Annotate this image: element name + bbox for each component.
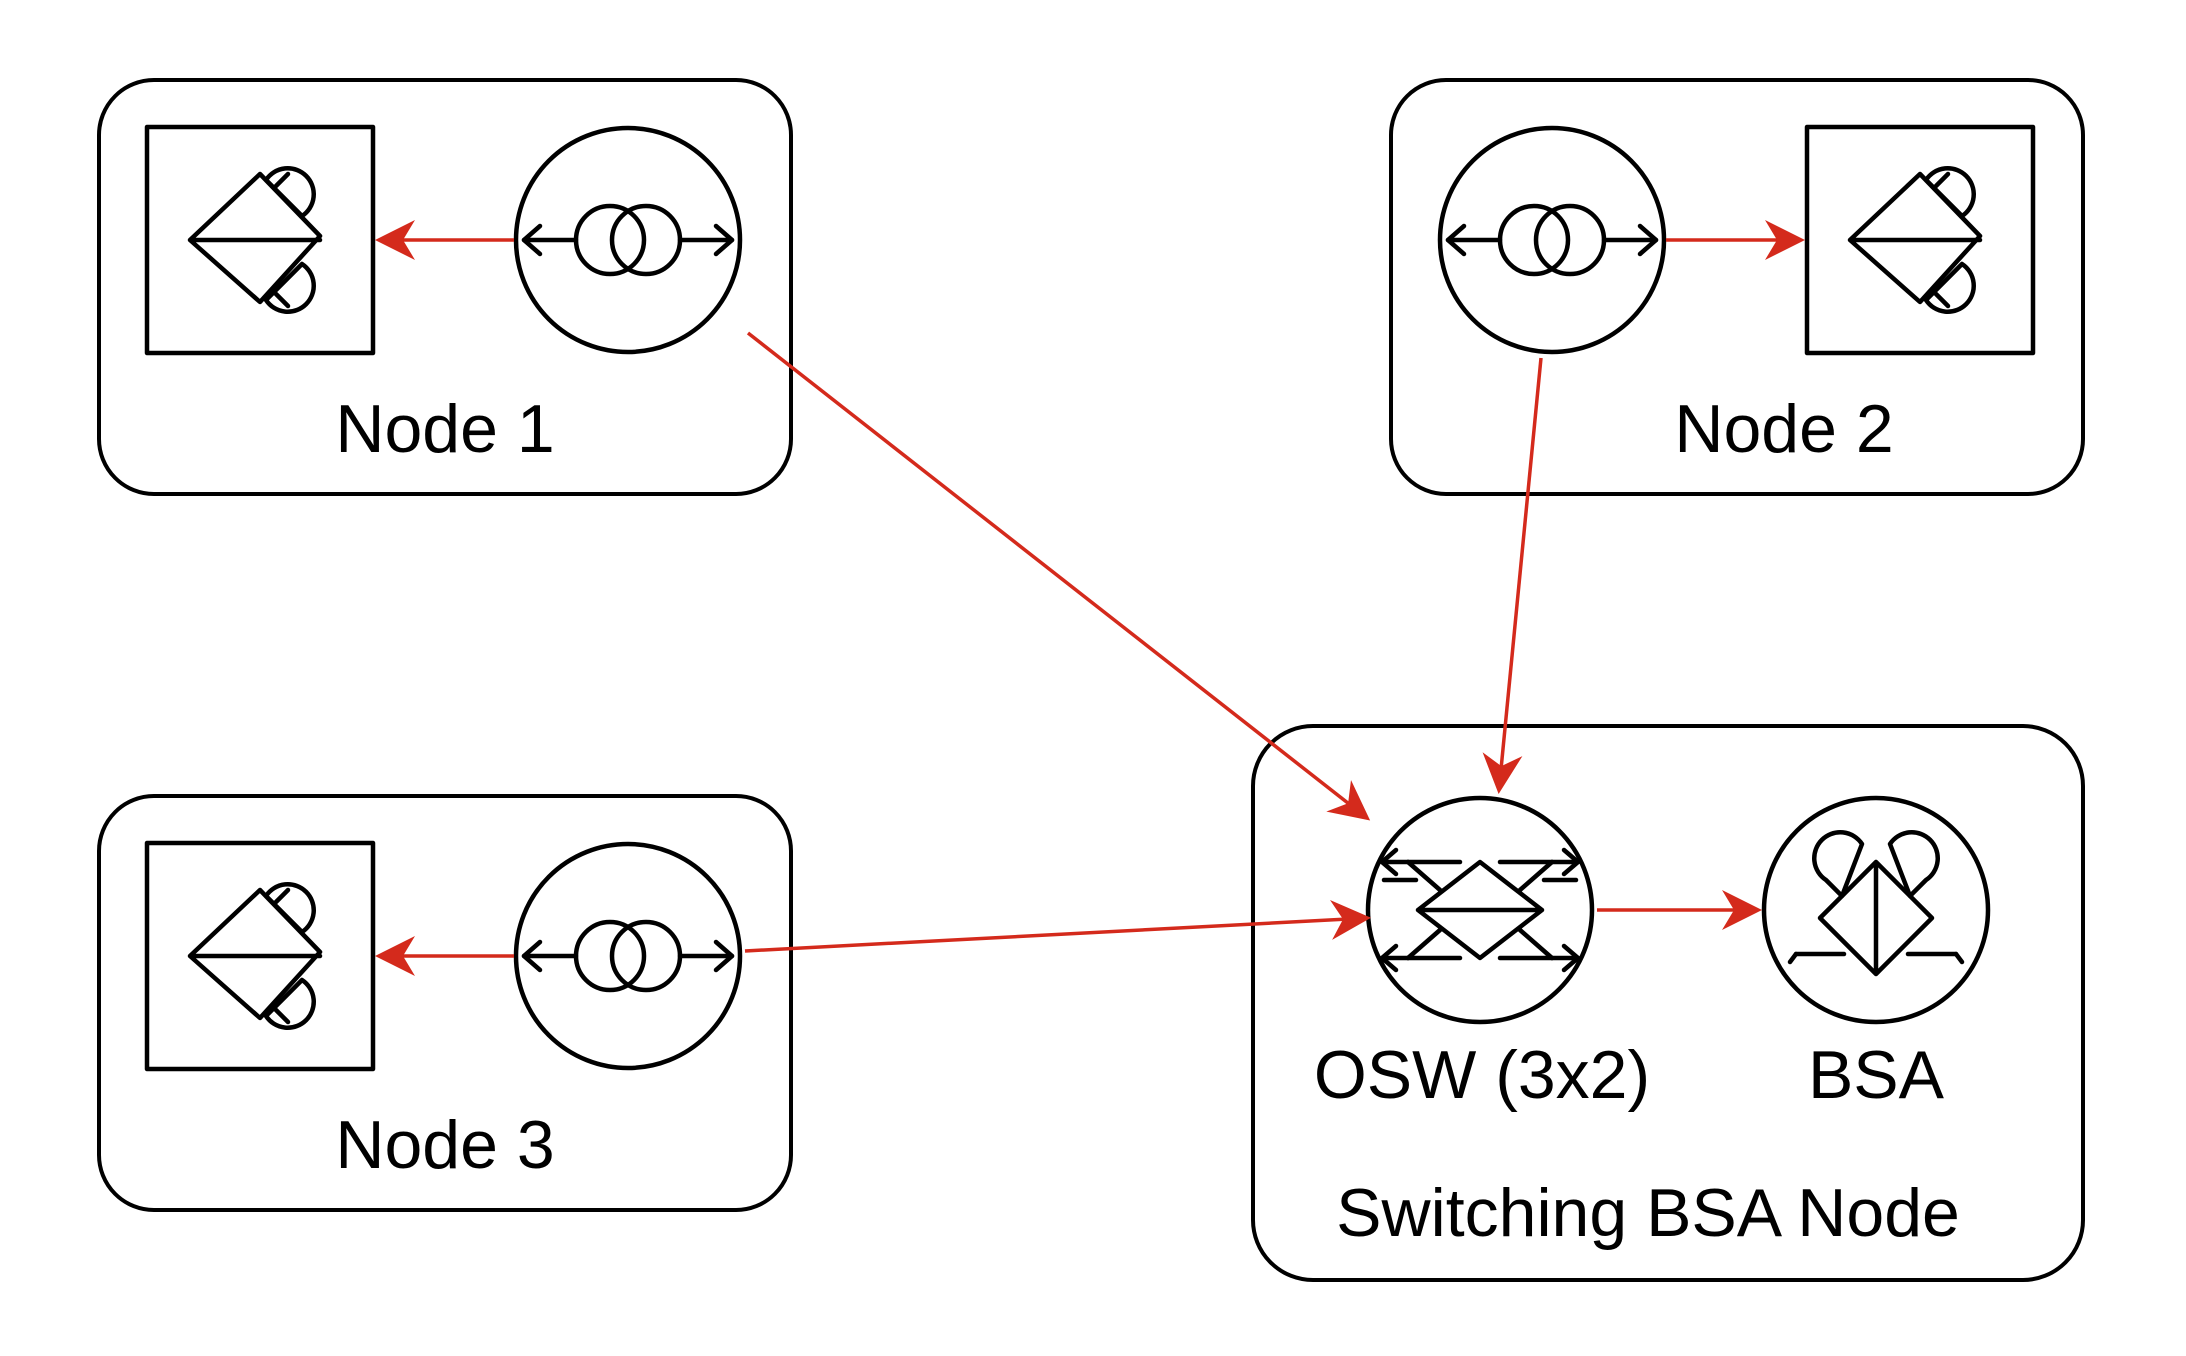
node-3: Node 3 — [97, 794, 793, 1212]
edge-node1-to-switch — [746, 331, 1371, 821]
switching-bsa-node: OSW (3x2) BSA Switching BSA Node — [1251, 724, 2085, 1282]
switch-label: OSW (3x2) — [1314, 1037, 1650, 1113]
edge-node2-to-switch — [1482, 357, 1543, 794]
bsa-label: BSA — [1808, 1037, 1945, 1113]
node-2: Node 2 — [1389, 78, 2085, 496]
switching-bsa-node-label: Switching BSA Node — [1336, 1175, 1960, 1251]
edges — [375, 220, 1805, 976]
node-1-label: Node 1 — [335, 391, 554, 467]
edge-node3-to-switch — [744, 899, 1371, 953]
node-3-label: Node 3 — [335, 1107, 554, 1183]
node-1: Node 1 — [97, 78, 793, 496]
node-2-label: Node 2 — [1674, 391, 1893, 467]
